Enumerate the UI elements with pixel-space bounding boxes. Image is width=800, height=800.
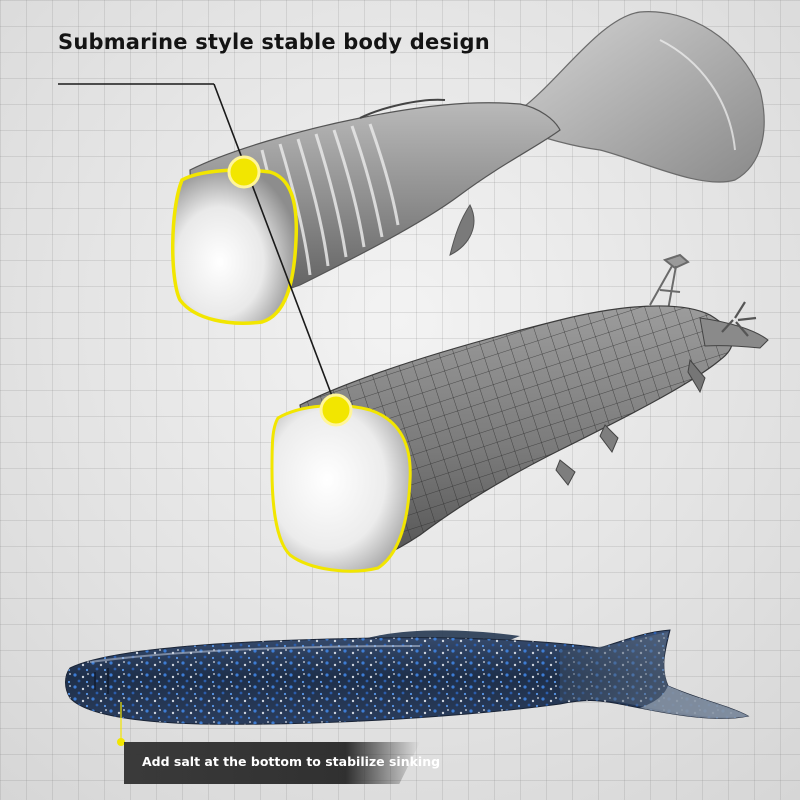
top-lure-fin bbox=[449, 204, 475, 256]
highlight-marker-submarine bbox=[319, 393, 353, 427]
caption-text: Add salt at the bottom to stabilize sink… bbox=[142, 754, 441, 769]
top-lure-model bbox=[171, 11, 765, 325]
submarine-face bbox=[270, 404, 412, 573]
submarine-stern-fin bbox=[687, 358, 706, 394]
top-lure-tail bbox=[519, 11, 765, 183]
soft-lure-photo bbox=[65, 629, 750, 725]
callout-leader bbox=[58, 83, 336, 405]
caption-bar bbox=[124, 742, 420, 784]
submarine-model bbox=[270, 253, 769, 573]
soft-lure-tail-fin bbox=[640, 686, 748, 719]
submarine-keel-fins bbox=[555, 424, 619, 486]
highlight-marker-top bbox=[227, 155, 261, 189]
top-lure-face bbox=[171, 168, 299, 325]
submarine-mast bbox=[649, 253, 690, 311]
headline: Submarine style stable body design bbox=[58, 30, 490, 54]
caption-marker-dot bbox=[117, 738, 125, 746]
submarine-propeller bbox=[721, 301, 757, 337]
